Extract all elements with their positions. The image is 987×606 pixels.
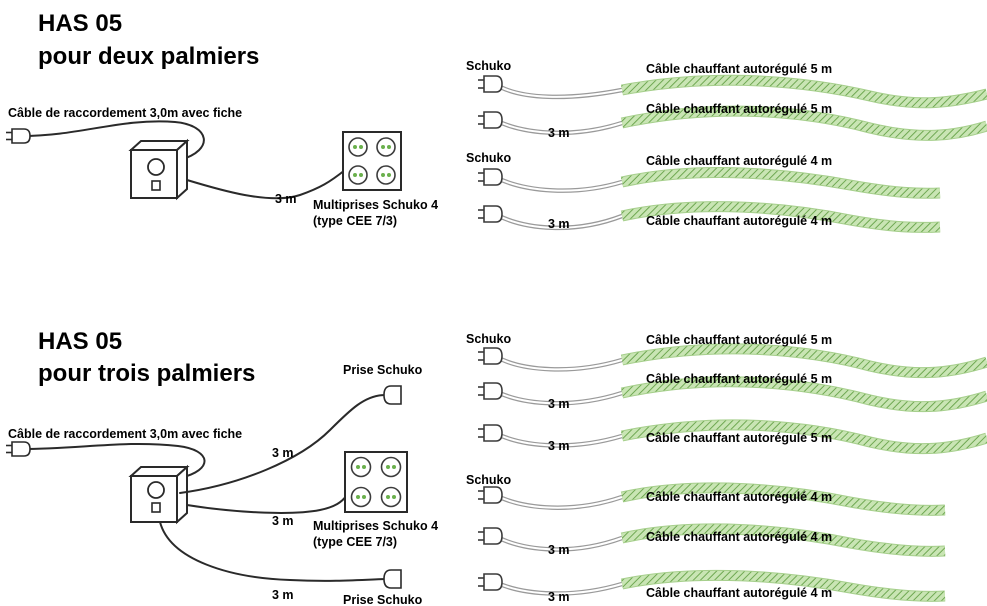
heating-cable-label: Câble chauffant autorégulé 5 m	[646, 333, 832, 347]
heating-cable	[477, 523, 946, 557]
connection-cable	[21, 442, 206, 479]
lead-length-label: 3 m	[548, 126, 570, 140]
multiprise-socket	[344, 451, 408, 513]
supply-cable	[186, 169, 346, 200]
heating-cable	[477, 569, 946, 602]
multiprise-label: Multiprises Schuko 4	[313, 198, 438, 212]
multiprise-type-label: (type CEE 7/3)	[313, 535, 397, 549]
connection-cable-label: Câble de raccordement 3,0m avec fiche	[8, 106, 242, 120]
schuko-label: Schuko	[466, 473, 512, 487]
lead-length-label: 3 m	[548, 217, 570, 231]
heating-cable-label: Câble chauffant autorégulé 5 m	[646, 431, 832, 445]
prise-schuko-label: Prise Schuko	[343, 363, 423, 377]
mains-plug-icon	[5, 128, 31, 144]
heating-cable-label: Câble chauffant autorégulé 4 m	[646, 586, 832, 600]
heating-cable-label: Câble chauffant autorégulé 4 m	[646, 154, 832, 168]
schuko-label: Schuko	[466, 151, 512, 165]
section-two-palms: HAS 05 pour deux palmiers Câble de racco…	[5, 10, 987, 233]
heating-cable-label: Câble chauffant autorégulé 5 m	[646, 372, 832, 386]
connection-cable	[21, 120, 205, 161]
lead-length-label: 3 m	[548, 397, 570, 411]
lead-length-label: 3 m	[548, 543, 570, 557]
heating-cable-label: Câble chauffant autorégulé 4 m	[646, 214, 832, 228]
length-label: 3 m	[272, 514, 294, 528]
switch-icon	[151, 180, 161, 191]
length-label: 3 m	[275, 192, 297, 206]
title-two-palms: pour deux palmiers	[38, 43, 259, 70]
prise-schuko-icon	[383, 569, 402, 589]
heating-cable	[477, 343, 987, 379]
supply-cable	[186, 494, 348, 514]
length-label: 3 m	[272, 446, 294, 460]
section-three-palms: HAS 05 pour trois palmiers Câble de racc…	[5, 328, 987, 606]
prise-schuko-label: Prise Schuko	[343, 593, 423, 606]
dial-icon	[147, 481, 165, 499]
title-has05-top: HAS 05	[38, 10, 122, 37]
prise-schuko-icon	[383, 385, 402, 405]
length-label: 3 m	[272, 588, 294, 602]
heating-cable-label: Câble chauffant autorégulé 5 m	[646, 62, 832, 76]
thermostat-box	[128, 464, 190, 525]
heating-cable	[477, 419, 987, 455]
multiprise-label: Multiprises Schuko 4	[313, 519, 438, 533]
heating-cable-label: Câble chauffant autorégulé 5 m	[646, 102, 832, 116]
multiprise-type-label: (type CEE 7/3)	[313, 214, 397, 228]
heating-cable-label: Câble chauffant autorégulé 4 m	[646, 490, 832, 504]
dial-icon	[147, 158, 165, 176]
heating-cable	[477, 201, 941, 233]
lead-length-label: 3 m	[548, 439, 570, 453]
mains-plug-icon	[5, 441, 31, 457]
connection-cable-label: Câble de raccordement 3,0m avec fiche	[8, 427, 242, 441]
outlet-icon	[348, 137, 396, 185]
lead-length-label: 3 m	[548, 590, 570, 604]
supply-cable	[159, 521, 386, 582]
heating-cable	[477, 376, 987, 413]
heating-cable-label: Câble chauffant autorégulé 4 m	[646, 530, 832, 544]
title-three-palms: pour trois palmiers	[38, 360, 255, 387]
heating-cable	[477, 167, 941, 199]
heating-cable	[477, 105, 987, 141]
title-has05-bottom: HAS 05	[38, 328, 122, 355]
outlet-icon	[350, 456, 402, 508]
heating-cable	[477, 74, 987, 109]
schuko-label: Schuko	[466, 59, 512, 73]
thermostat-box	[128, 138, 190, 201]
multiprise-socket	[342, 131, 402, 191]
schuko-label: Schuko	[466, 332, 512, 346]
switch-icon	[151, 502, 161, 513]
supply-cable	[179, 394, 386, 494]
heating-cable	[477, 482, 946, 516]
